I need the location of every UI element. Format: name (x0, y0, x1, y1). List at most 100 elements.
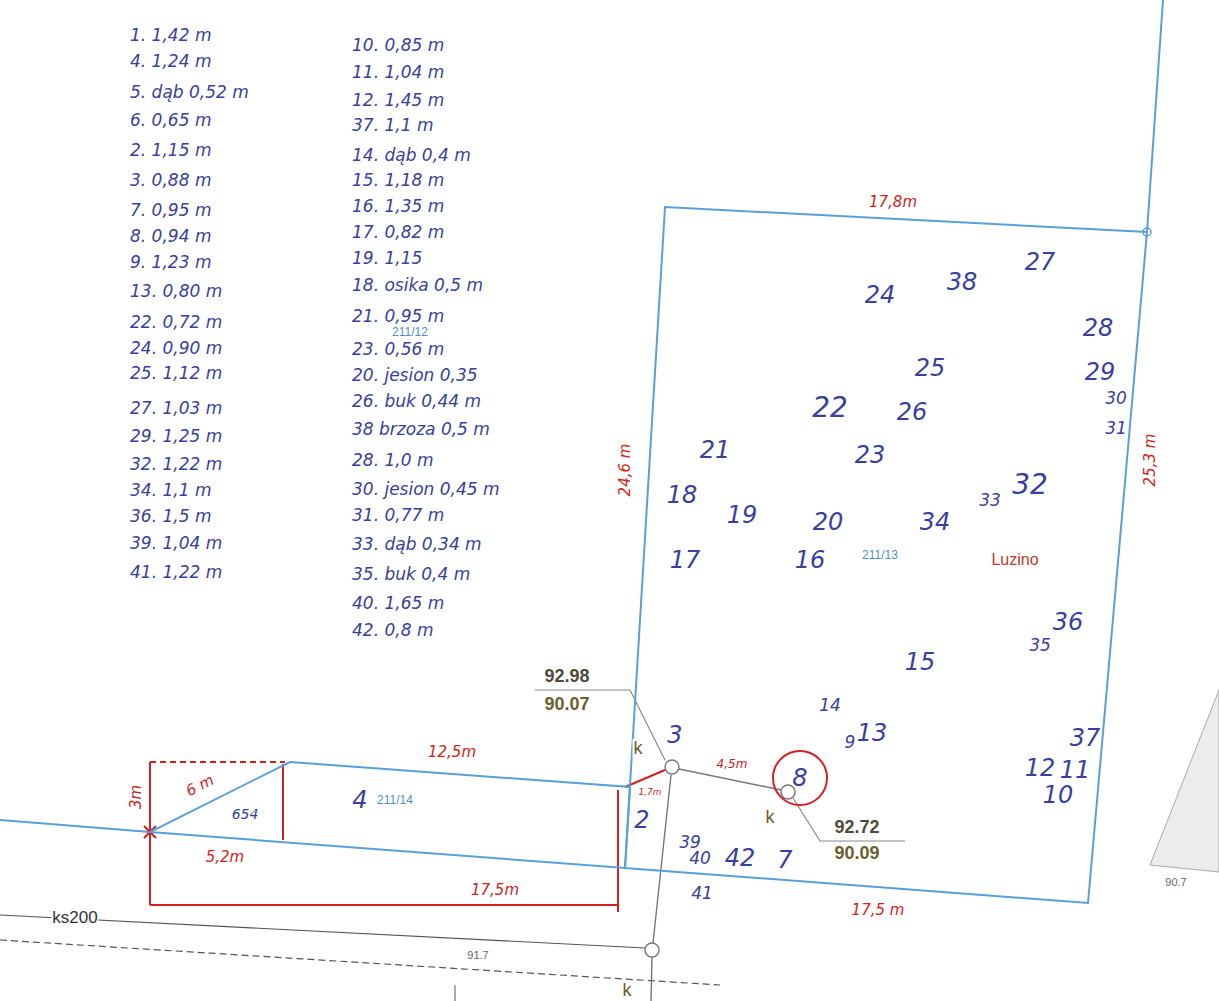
tree-number: 18 (667, 483, 698, 507)
dimension-line (150, 904, 618, 906)
tree-number: 40 (688, 850, 712, 867)
tree-list-entry: 30. jesion 0,45 m (352, 481, 500, 498)
map-annotation: 90.7 (1165, 877, 1186, 888)
tree-crown-outline (773, 751, 827, 805)
tree-number: 25 (915, 356, 946, 380)
tree-list-entry: 29. 1,25 m (130, 428, 222, 445)
tree-number: 33 (979, 492, 1001, 509)
tree-number: 8 (792, 766, 807, 790)
dimension-label: 17,5 m (852, 903, 905, 918)
tree-number: 19 (727, 503, 758, 527)
tree-number: 21 (700, 438, 731, 462)
map-annotation: 91.7 (467, 950, 488, 961)
tree-number: 3 (666, 723, 683, 747)
tree-list-entry: 18. osika 0,5 m (352, 277, 483, 294)
tree-list-entry: 36. 1,5 m (130, 508, 211, 525)
dimension-label: 4,5m (717, 758, 748, 770)
tree-list-entry: 22. 0,72 m (130, 314, 222, 331)
tree-list-entry: 10. 0,85 m (352, 37, 444, 54)
map-annotation: ks200 (51, 909, 98, 926)
tree-number: 38 (947, 270, 978, 294)
tree-list-entry: 33. dąb 0,34 m (352, 536, 482, 553)
elevation-label: 92.98 (544, 667, 589, 685)
tree-number: 32 (1012, 471, 1048, 499)
parcel-outline (625, 207, 1147, 903)
tree-number: 27 (1025, 250, 1056, 274)
tree-number: 12 (1025, 756, 1056, 780)
tree-list-entry: 37. 1,1 m (352, 117, 433, 134)
tree-list-entry: 15. 1,18 m (352, 172, 444, 189)
tree-list-entry: 25. 1,12 m (130, 365, 222, 382)
dimension-label: 17,5m (471, 883, 519, 898)
tree-number: 42 (725, 846, 756, 870)
tree-list-entry: 24. 0,90 m (130, 340, 222, 357)
dimension-line (150, 761, 285, 763)
tree-list-entry: 9. 1,23 m (130, 254, 211, 271)
tree-list-entry: 35. buk 0,4 m (352, 566, 470, 583)
parcel-number: 211/13 (862, 549, 898, 561)
tree-list-entry: 4. 1,24 m (130, 53, 211, 70)
tree-list-entry: 40. 1,65 m (352, 595, 444, 612)
dimension-label: 1,7m (638, 788, 661, 797)
tree-number: 24 (865, 283, 896, 307)
parcel-outline (150, 762, 630, 868)
tree-number: 2 (634, 808, 649, 832)
elevation-label: 92.72 (834, 818, 879, 836)
sewer-line (651, 775, 671, 1001)
tree-number: 29 (1085, 360, 1116, 384)
tree-list-entry: 38 brzoza 0,5 m (352, 421, 490, 438)
tree-number: 14 (819, 697, 841, 714)
tree-list-entry: 41. 1,22 m (130, 564, 222, 581)
dimension-label: 12,5m (428, 745, 476, 760)
neighbour-parcel (1150, 690, 1219, 872)
leader-line (535, 690, 665, 760)
tree-list-entry: 31. 0,77 m (352, 507, 444, 524)
tree-number: 39 (679, 834, 701, 851)
tree-list-entry: 17. 0,82 m (352, 224, 444, 241)
parcel-boundary-line (0, 820, 150, 832)
tree-number: 10 (1043, 783, 1074, 807)
tree-number: 16 (795, 548, 826, 572)
dimension-label: 17,8m (869, 195, 917, 210)
tree-list-entry: 26. buk 0,44 m (352, 393, 481, 410)
tree-list-entry: 5. dąb 0,52 m (130, 84, 249, 101)
tree-list-entry: 42. 0,8 m (352, 622, 433, 639)
tree-list-entry: 3. 0,88 m (130, 172, 211, 189)
tree-number: 28 (1083, 316, 1114, 340)
dimension-label: 6 m (184, 773, 217, 800)
tree-number: 31 (1105, 420, 1127, 437)
tree-list-entry: 32. 1,22 m (130, 456, 222, 473)
tree-list-entry: 2. 1,15 m (130, 142, 211, 159)
tree-number: 34 (920, 510, 951, 534)
tree-number: 26 (897, 400, 928, 424)
tree-list-entry: 27. 1,03 m (130, 400, 222, 417)
tree-number: 15 (905, 650, 936, 674)
tree-circle: 8 (772, 750, 828, 806)
tree-list-entry: 20. jesion 0,35 (352, 367, 478, 384)
dimension-label: 5,2m (206, 850, 244, 865)
tree-list-entry: 39. 1,04 m (130, 535, 222, 552)
handwritten-note: 4 (352, 788, 367, 812)
elevation-label: 90.07 (544, 695, 589, 713)
manhole-symbol (645, 943, 659, 957)
tree-number: 37 (1070, 726, 1101, 750)
dimension-label: 25,3 m (1143, 434, 1158, 487)
tree-list-entry: 8. 0,94 m (130, 228, 211, 245)
tree-number: 23 (855, 443, 886, 467)
tree-list-entry: 13. 0,80 m (130, 283, 222, 300)
tree-number: 13 (857, 721, 888, 745)
manhole-symbol (665, 760, 679, 774)
tree-list-entry: 28. 1,0 m (352, 452, 433, 469)
road-edge (0, 940, 720, 985)
tree-number: 7 (777, 848, 792, 872)
tree-list-entry: 12. 1,45 m (352, 92, 444, 109)
tree-number: 30 (1105, 390, 1127, 407)
tree-number: 9 (845, 734, 856, 751)
point-marker-label: k (766, 808, 775, 826)
tree-list-entry: 14. dąb 0,4 m (352, 147, 471, 164)
parcel-boundary-line (1147, 0, 1163, 232)
handwritten-note: 654 (232, 807, 259, 821)
tree-list-entry: 34. 1,1 m (130, 482, 211, 499)
tree-list-entry: 1. 1,42 m (130, 27, 211, 44)
